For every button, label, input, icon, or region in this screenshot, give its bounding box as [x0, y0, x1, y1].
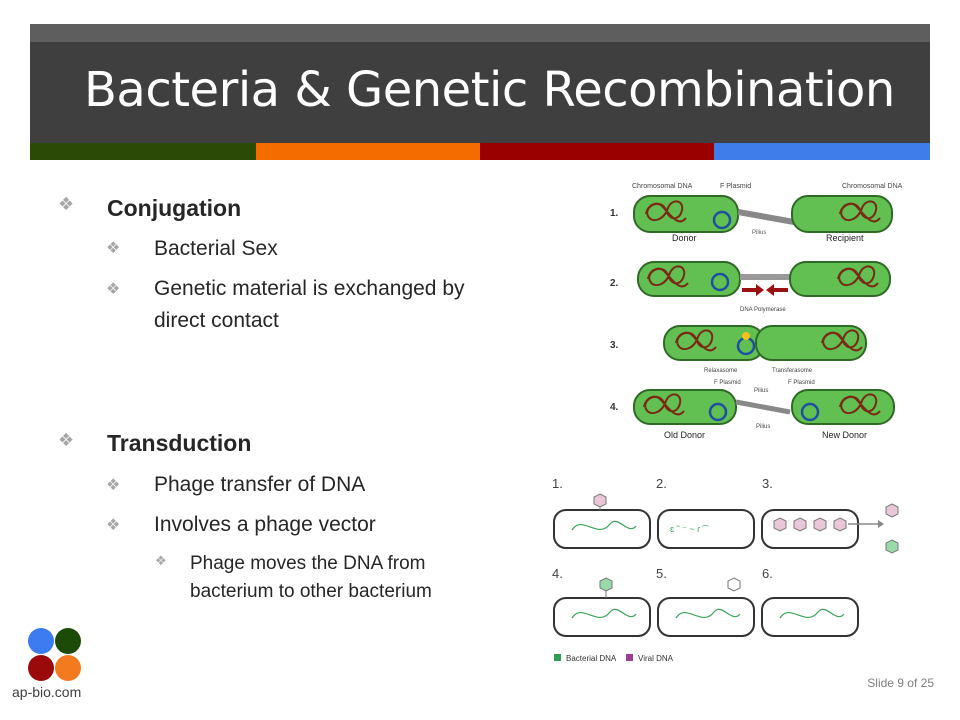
bullet-phage-transfer: Phage transfer of DNA: [154, 473, 366, 496]
step-label-2: 2.: [610, 278, 619, 289]
bullet-diamond-icon: ❖: [58, 194, 75, 215]
legend-bacterial: Bacterial DNA: [566, 654, 617, 663]
transduction-diagram: 1. 2. 3. ɛ ˜ ⁻ ~ ɾ ͡ 4. 5. 6. Bacterial …: [552, 476, 899, 663]
t-step-1: 1.: [552, 476, 563, 491]
label-f-plasmid-right: F Plasmid: [788, 380, 815, 386]
stripe-red: [480, 143, 714, 160]
stripe-orange: [256, 143, 480, 160]
bullet-diamond-icon: ❖: [106, 279, 121, 298]
label-chromosomal-dna-left: Chromosomal DNA: [632, 183, 693, 190]
step-label-4: 4.: [610, 402, 619, 413]
label-pilius-4: Pilius: [754, 388, 768, 394]
stripe-blue: [714, 143, 930, 160]
label-pilius: Pilius: [752, 230, 766, 236]
bullet-transduction: Transduction: [107, 430, 252, 456]
label-chromosomal-dna-right: Chromosomal DNA: [842, 183, 903, 190]
label-f-plasmid-left: F Plasmid: [714, 380, 741, 386]
bullet-genetic-material: Genetic material is exchanged by direct …: [154, 277, 465, 332]
conjugation-diagram: Chromosomal DNA F Plasmid Chromosomal DN…: [610, 183, 903, 440]
legend-bacterial-swatch: [554, 654, 561, 661]
legend-viral: Viral DNA: [638, 654, 674, 663]
label-new-donor: New Donor: [822, 430, 867, 440]
stripe-green: [30, 143, 256, 160]
t-step-2: 2.: [656, 476, 667, 491]
bullet-phage-moves: Phage moves the DNA from bacterium to ot…: [190, 553, 432, 602]
donor-cell-3: [663, 325, 765, 361]
arrow-right-icon: [742, 284, 764, 296]
label-dna-polymerase: DNA Polymerase: [740, 307, 786, 313]
t-step-4: 4.: [552, 566, 563, 581]
donor-cell-2: [637, 261, 741, 297]
bacterium-2: [657, 509, 755, 549]
label-f-plasmid: F Plasmid: [720, 183, 751, 190]
bullet-conjugation: Conjugation: [107, 195, 242, 221]
title-top-strip: [30, 24, 930, 42]
bullet-diamond-icon: ❖: [106, 238, 121, 257]
label-old-donor: Old Donor: [664, 430, 705, 440]
label-donor: Donor: [672, 233, 697, 243]
bullet-diamond-icon: ❖: [106, 475, 121, 494]
label-recipient: Recipient: [826, 233, 864, 243]
ap-bio-logo: [28, 628, 82, 682]
bullet-diamond-icon: ❖: [106, 515, 121, 534]
slide-title: Bacteria & Genetic Recombination: [84, 62, 895, 118]
bullet-diamond-small-icon: ❖: [155, 554, 167, 569]
slide-number: Slide 9 of 25: [867, 676, 934, 690]
color-stripe-bar: [30, 143, 930, 160]
legend-viral-swatch: [626, 654, 633, 661]
t-step-5: 5.: [656, 566, 667, 581]
pilus: [737, 209, 795, 225]
arrow-left-icon: [766, 284, 788, 296]
bullet-diamond-icon: ❖: [58, 430, 75, 451]
bullet-phage-vector: Involves a phage vector: [154, 513, 376, 536]
t-step-3: 3.: [762, 476, 773, 491]
t-step-6: 6.: [762, 566, 773, 581]
step-label-3: 3.: [610, 340, 619, 351]
f-plasmid-circle: [712, 210, 732, 230]
svg-text:ɛ ˜ ⁻ ~ ɾ ͡: ɛ ˜ ⁻ ~ ɾ ͡: [670, 524, 710, 534]
donor-cell: [633, 195, 739, 233]
step-label-1: 1.: [610, 208, 619, 219]
title-bar: [30, 42, 930, 143]
logo-text: ap-bio.com: [12, 684, 82, 700]
label-pilius-4b: Pilius: [756, 424, 770, 430]
label-relaxasome: Relaxasome: [704, 368, 738, 374]
label-transferasome: Transferasome: [772, 368, 813, 374]
bacterium-3: [761, 509, 859, 549]
bullet-bacterial-sex: Bacterial Sex: [154, 237, 278, 260]
